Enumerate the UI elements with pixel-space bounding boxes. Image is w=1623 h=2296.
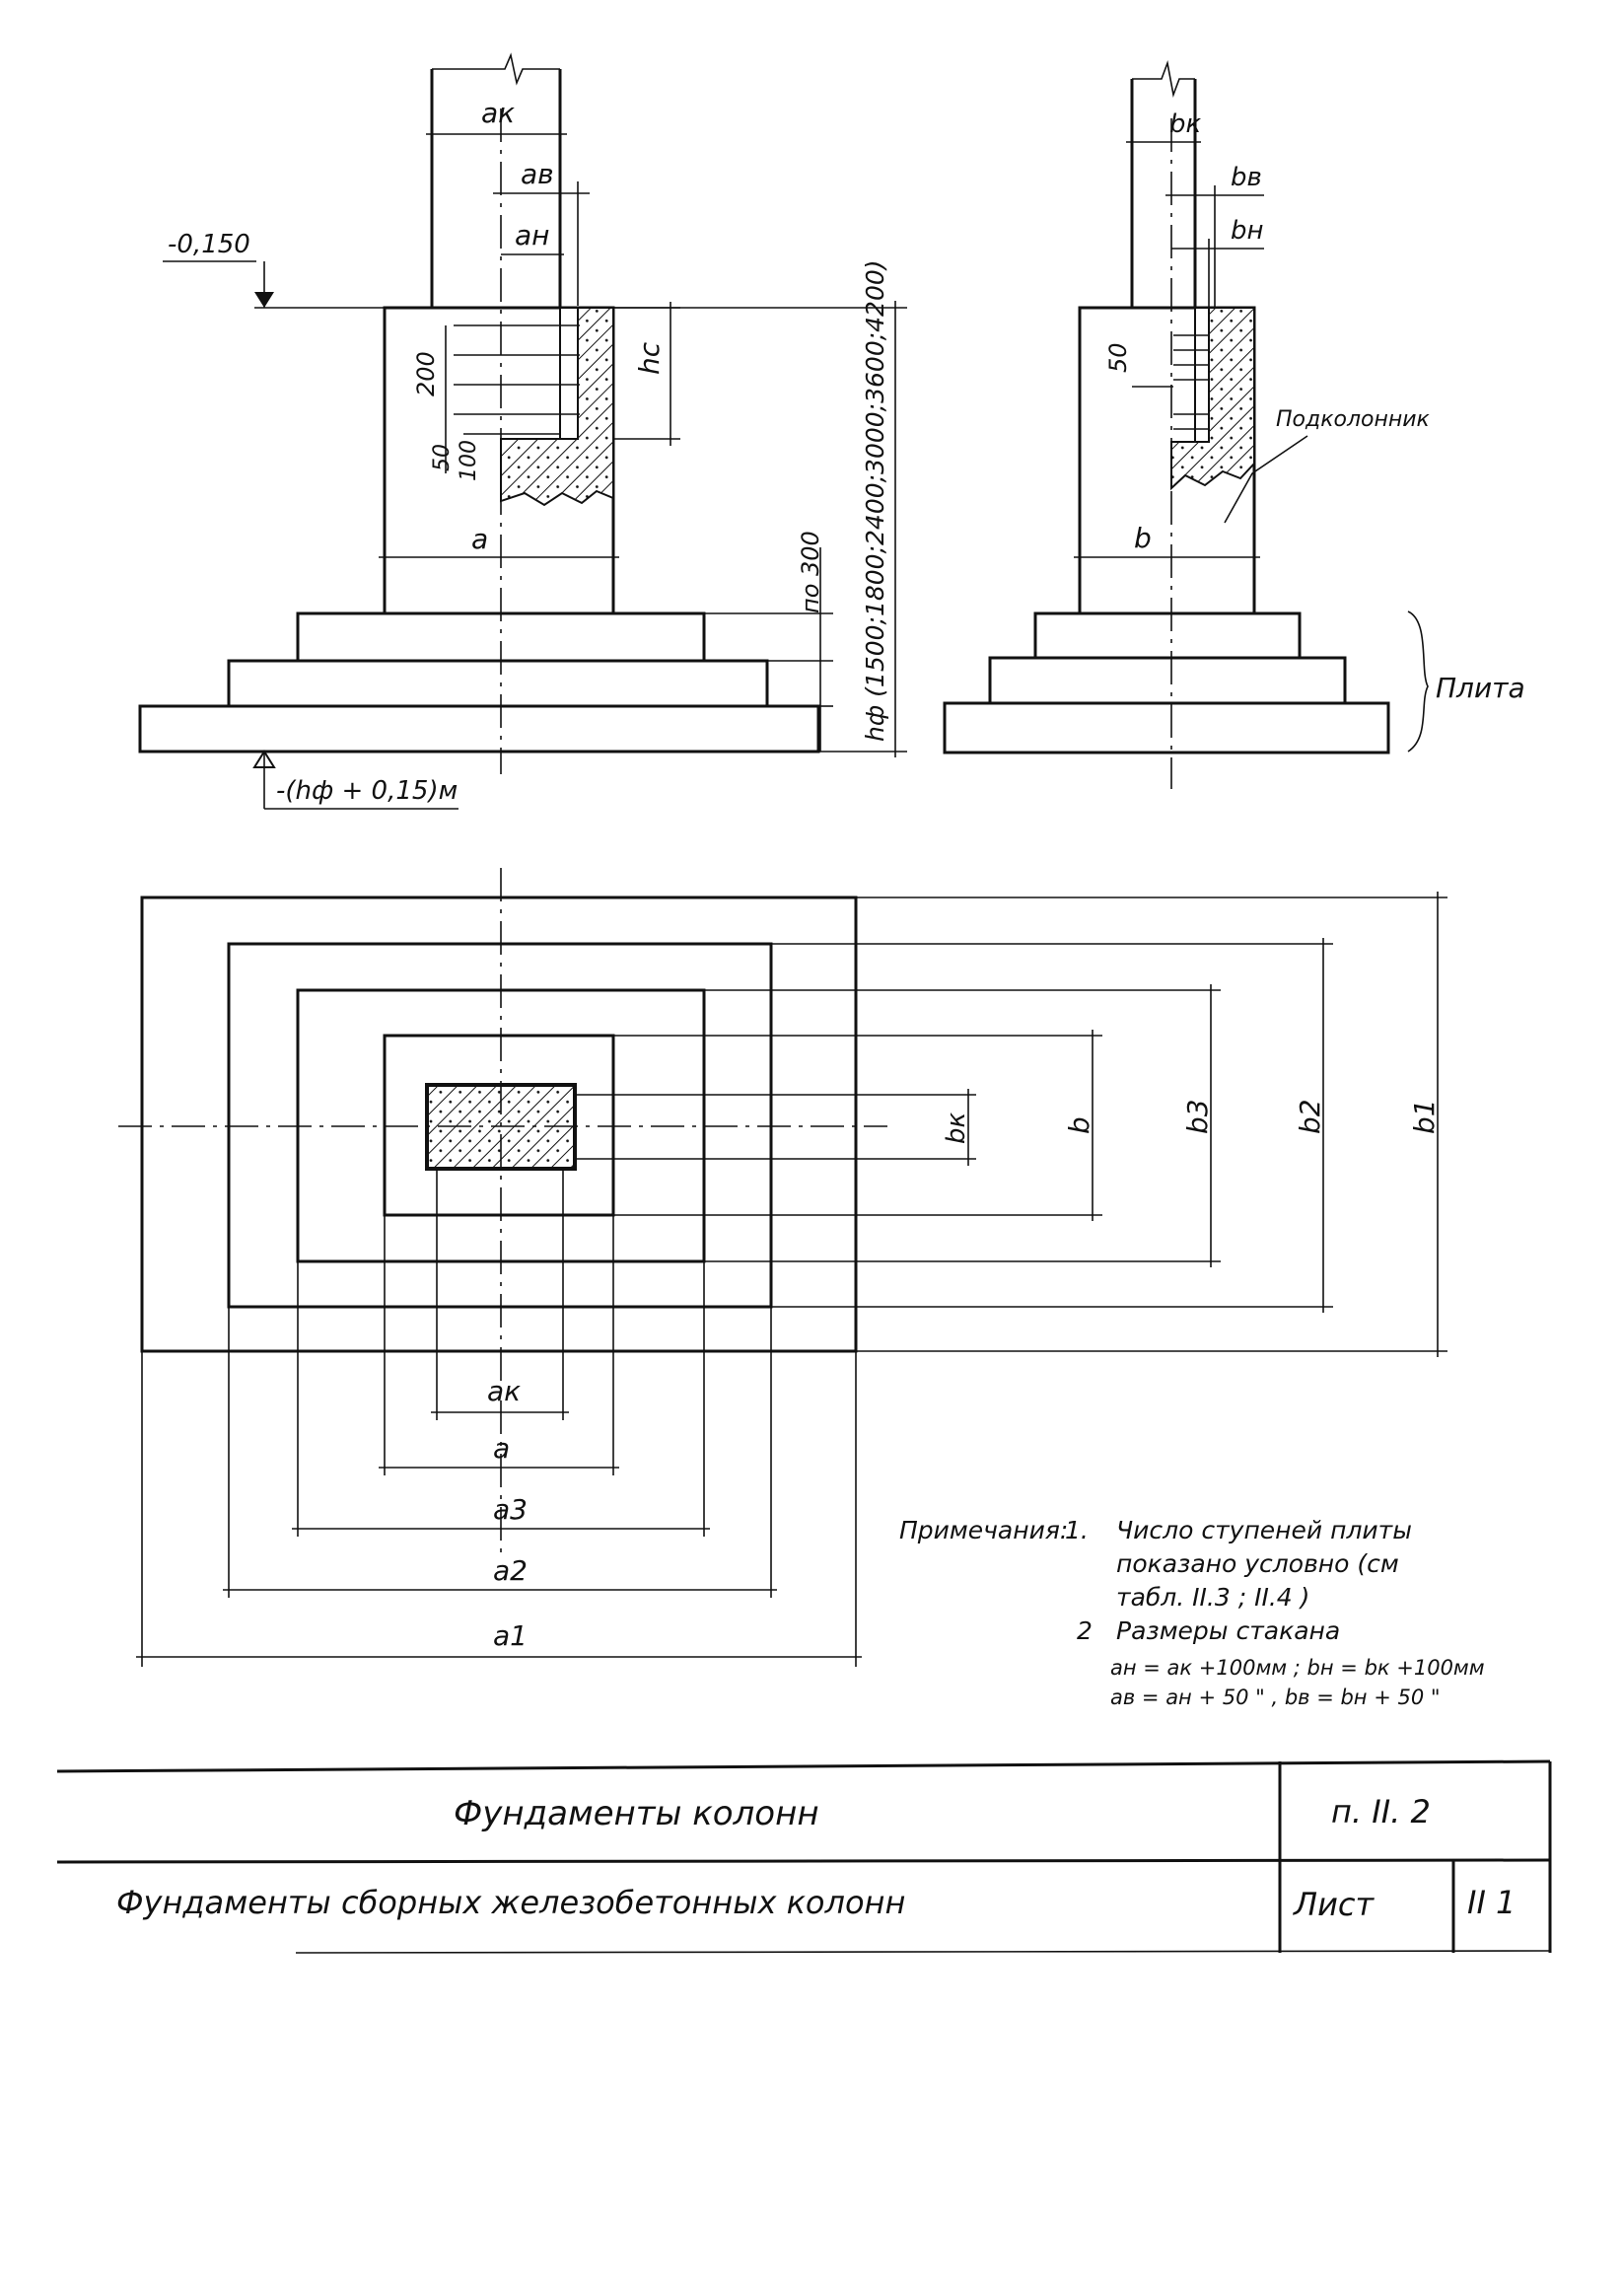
plan-b3: b3 (1181, 1099, 1214, 1134)
dim-b-k: bк (1169, 109, 1202, 139)
sheet-label: Лист (1293, 1886, 1375, 1923)
dim-50-b: 50 (1104, 342, 1132, 373)
plan-b1: b1 (1408, 1099, 1441, 1134)
dim-b-n: bн (1231, 216, 1264, 246)
dim-100-a: 100 (457, 440, 481, 481)
dim-h-c: hс (633, 341, 666, 375)
bottom-mark-label: -(hф + 0,15)м (276, 776, 458, 806)
plita-brace (1407, 610, 1429, 753)
step-b-3 (943, 701, 1390, 754)
plan-a-k: aк (487, 1375, 521, 1407)
note-formula-2: aв = aн + 50 " , bв = bн + 50 " (1110, 1686, 1441, 1709)
socket-a (454, 307, 614, 507)
dim-b: b (1134, 522, 1152, 554)
elevation-top: -0,150 (163, 230, 385, 309)
drawing-reference: п. II. 2 (1331, 1793, 1431, 1830)
top-mark-label: -0,150 (168, 230, 250, 259)
drawing-title: Фундаменты колонн (454, 1794, 819, 1833)
dim-a-v: aв (521, 158, 554, 190)
plan-a3: a3 (493, 1493, 528, 1526)
plan-step-1 (140, 896, 858, 1353)
notes-heading: Примечания: (899, 1516, 1068, 1544)
dim-b-v: bв (1231, 163, 1262, 192)
note-1-number: 1. (1065, 1516, 1089, 1544)
column-b (1130, 60, 1197, 308)
socket-b (1170, 307, 1255, 491)
dim-a-k: aк (481, 97, 515, 129)
plan-a1: a1 (493, 1619, 528, 1652)
elevation-bottom: -(hф + 0,15)м (252, 750, 459, 810)
dim-h-f: hф (1500;1800;2400;3000;3600;4200) (861, 259, 889, 742)
plan-dims-bottom: aк a a3 a2 a1 (136, 1169, 862, 1667)
note-2-line-1: Размеры стакана (1116, 1616, 1340, 1645)
plan-b2: b2 (1294, 1099, 1326, 1134)
step-a-3 (138, 704, 820, 753)
plan-a2: a2 (493, 1554, 528, 1587)
step-a-2 (227, 659, 769, 708)
section-a: -0,150 -(hф + 0,15)м aк aв aн hс 200 50 … (138, 52, 907, 810)
drawing-subtitle: Фундаменты сборных железобетонных колонн (116, 1884, 905, 1921)
note-2-number: 2 (1077, 1616, 1093, 1645)
plan-b: b (1063, 1116, 1095, 1134)
notes: Примечания: 1. Число ступеней плиты пока… (899, 1516, 1485, 1709)
sheet-number: II 1 (1467, 1884, 1516, 1921)
plan-b-k: bк (942, 1112, 971, 1144)
dim-po-300: по 300 (797, 531, 824, 613)
plan-view: bк b b3 b2 b1 aк (118, 868, 1447, 1667)
plan-dims-right: bк b b3 b2 b1 (575, 892, 1447, 1357)
plan-a: a (493, 1432, 510, 1465)
plan-pedestal (383, 1034, 615, 1217)
podkolonnik-label: Подколонник (1276, 407, 1431, 432)
plan-step-2 (227, 942, 773, 1309)
dim-200: 200 (412, 351, 440, 396)
note-1-line-3: табл. II.3 ; II.4 ) (1116, 1583, 1309, 1612)
note-1-line-1: Число ступеней плиты (1116, 1516, 1412, 1544)
step-b-1 (1033, 611, 1302, 660)
dim-a: a (471, 523, 488, 555)
note-formula-1: aн = aк +100мм ; bн = bк +100мм (1110, 1656, 1485, 1680)
note-1-line-2: показано условно (см (1116, 1549, 1399, 1578)
step-b-2 (988, 656, 1347, 705)
dim-50-a: 50 (430, 444, 455, 471)
plita-label: Плита (1436, 672, 1525, 704)
dim-a-n: aн (515, 219, 549, 251)
title-block: Фундаменты колонн п. II. 2 Фундаменты сб… (56, 1759, 1552, 1954)
section-b: bк bв bн 50 Подколонник b Плита (943, 60, 1525, 789)
